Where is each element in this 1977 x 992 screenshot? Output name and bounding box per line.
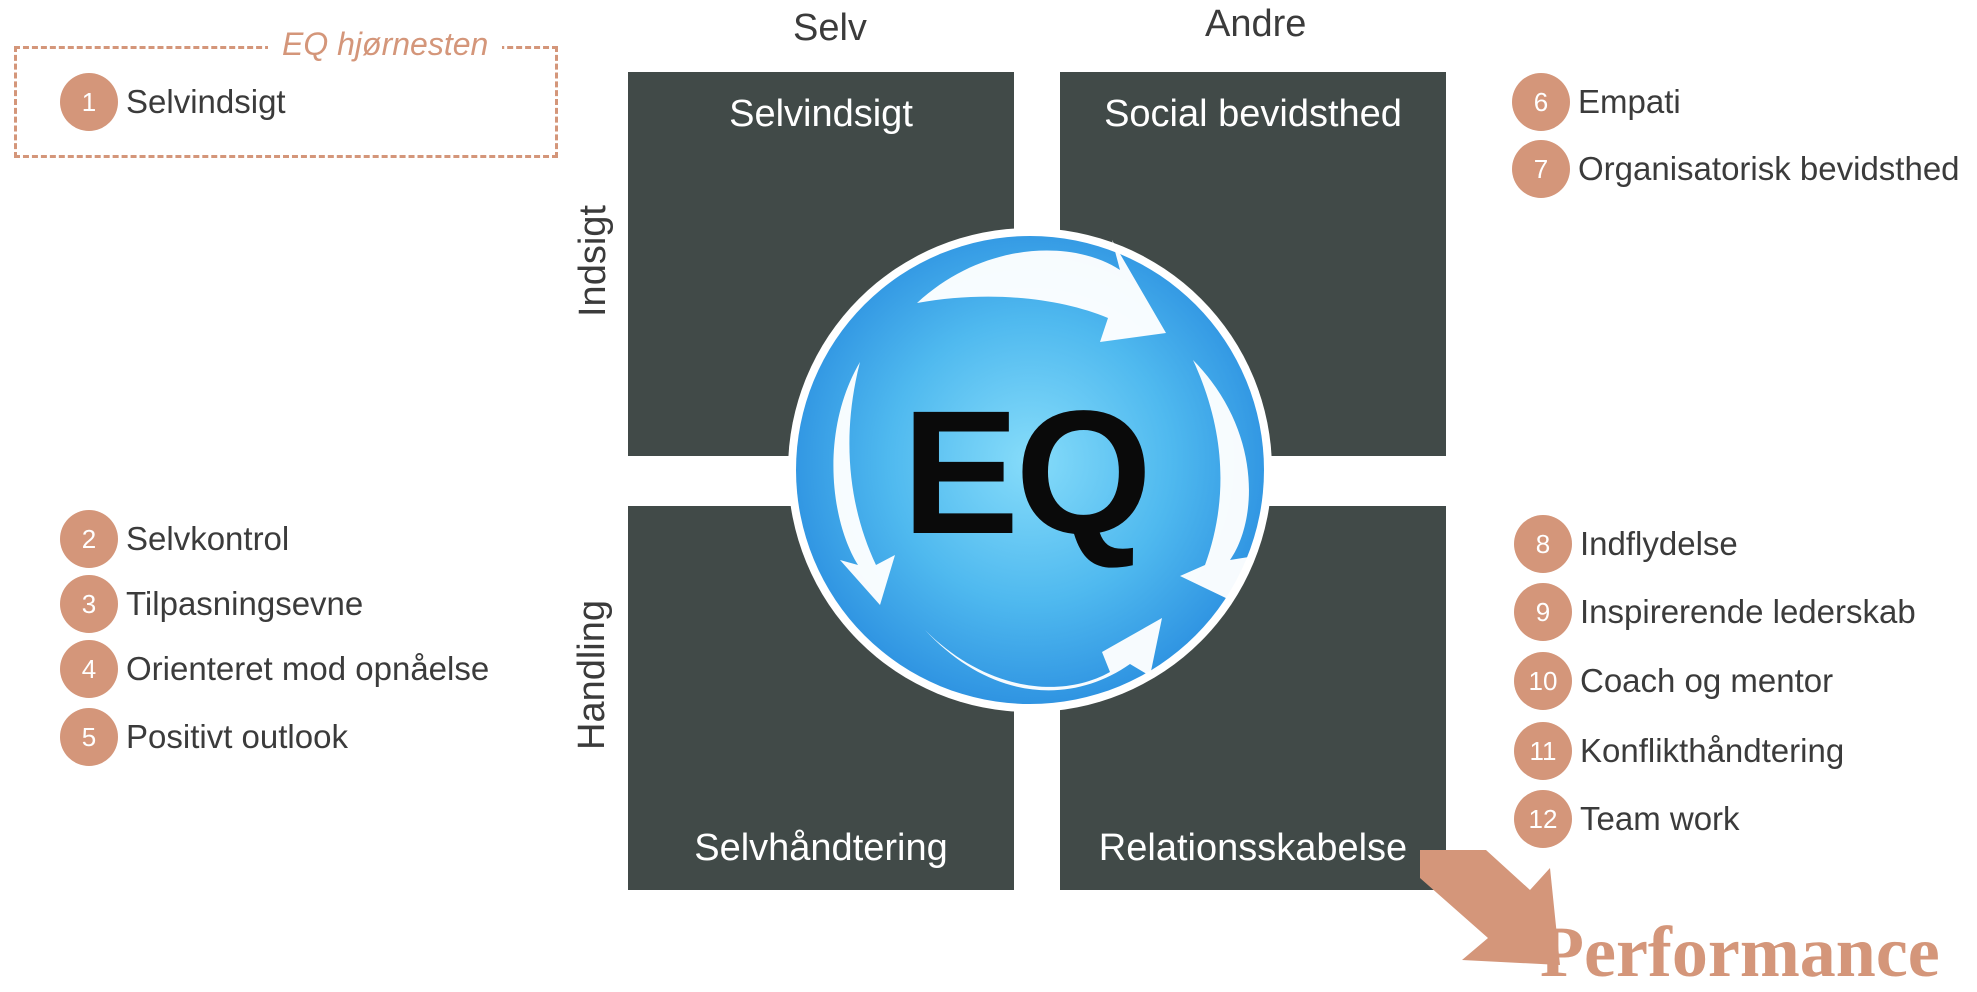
number-badge: 1 (60, 73, 118, 131)
list-item: 12 Team work (1514, 790, 1740, 848)
list-item: 6 Empati (1512, 73, 1681, 131)
number-badge: 2 (60, 510, 118, 568)
list-item-label: Inspirerende lederskab (1580, 593, 1916, 630)
eq-center-label: EQ (901, 375, 1152, 571)
quadrant-title-social-awareness: Social bevidsthed (1104, 93, 1402, 135)
list-item-label: Orienteret mod opnåelse (126, 650, 490, 687)
list-item: 8 Indflydelse (1514, 515, 1738, 573)
list-item-label: Tilpasningsevne (126, 585, 364, 622)
list-item: 4 Orienteret mod opnåelse (60, 640, 489, 698)
column-header-others: Andre (1205, 3, 1307, 45)
quadrant-title-self-awareness: Selvindsigt (729, 93, 913, 135)
number-badge: 5 (60, 708, 118, 766)
list-item-label: Konflikthåndtering (1580, 732, 1845, 769)
number-badge: 12 (1514, 790, 1572, 848)
list-item-label: Selvkontrol (126, 520, 290, 557)
list-item: 7 Organisatorisk bevidsthed (1512, 140, 1960, 198)
list-item-label: Coach og mentor (1580, 662, 1834, 699)
number-badge: 7 (1512, 140, 1570, 198)
row-header-action: Handling (571, 600, 613, 750)
quadrant-title-relationship-management: Relationsskabelse (1098, 827, 1408, 869)
performance-arrow-icon (1420, 850, 1560, 965)
list-item: 9 Inspirerende lederskab (1514, 583, 1916, 641)
cornerstone-title: EQ hjørnesten (268, 24, 503, 64)
number-badge: 6 (1512, 73, 1570, 131)
number-badge: 10 (1514, 652, 1572, 710)
list-item: 1 Selvindsigt (60, 73, 286, 131)
eq-cycle-icon (788, 228, 1272, 712)
list-item-label: Empati (1578, 83, 1681, 120)
performance-label: Performance (1540, 912, 1940, 992)
list-item: 5 Positivt outlook (60, 708, 348, 766)
list-item: 3 Tilpasningsevne (60, 575, 363, 633)
row-header-insight: Indsigt (572, 205, 614, 317)
number-badge: 11 (1514, 722, 1572, 780)
quadrant-title-self-management: Selvhåndtering (694, 827, 948, 869)
number-badge: 8 (1514, 515, 1572, 573)
column-header-self: Selv (793, 7, 867, 49)
list-item-label: Organisatorisk bevidsthed (1578, 150, 1960, 187)
list-item: 2 Selvkontrol (60, 510, 289, 568)
number-badge: 3 (60, 575, 118, 633)
list-item: 11 Konflikthåndtering (1514, 722, 1844, 780)
list-item: 10 Coach og mentor (1514, 652, 1833, 710)
list-item-label: Selvindsigt (126, 83, 286, 120)
list-item-label: Positivt outlook (126, 718, 348, 755)
number-badge: 9 (1514, 583, 1572, 641)
number-badge: 4 (60, 640, 118, 698)
list-item-label: Team work (1580, 800, 1740, 837)
list-item-label: Indflydelse (1580, 525, 1738, 562)
